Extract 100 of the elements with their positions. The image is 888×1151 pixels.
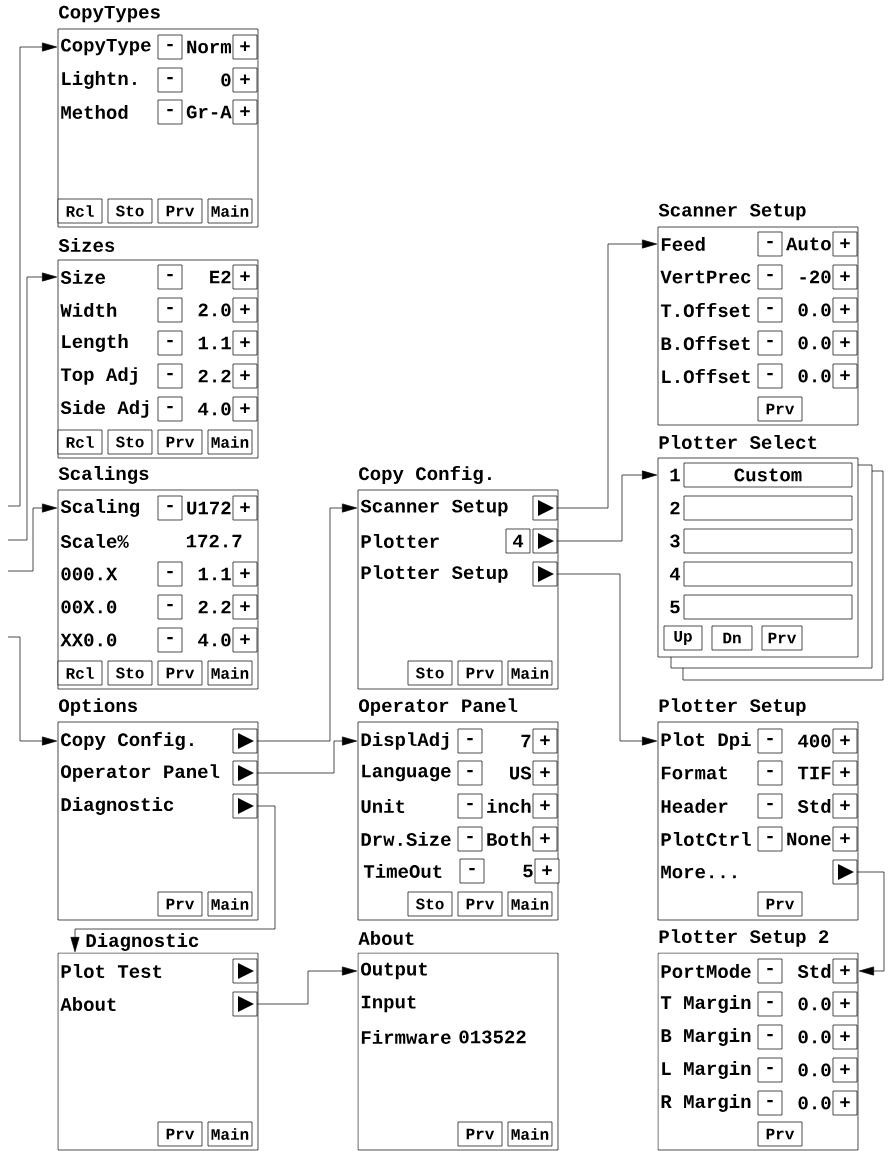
menu-item-label: T Margin — [660, 995, 751, 1013]
setting-value: 2.2 — [198, 600, 231, 614]
option-box — [683, 561, 853, 587]
setting-value: Std — [797, 799, 831, 813]
plus-button: + — [832, 1090, 858, 1116]
menu-item-label: Method — [61, 105, 128, 119]
connector-arrow — [556, 239, 658, 509]
soft-key-button: Sto — [407, 891, 453, 917]
menu-item-label: B Margin — [661, 1028, 751, 1046]
soft-key-button: Main — [207, 660, 253, 686]
panel-title: CopyTypes — [59, 5, 160, 23]
setting-value: 1.1 — [198, 567, 231, 581]
plus-button: + — [232, 264, 258, 290]
menu-item-label: 000.X — [61, 567, 118, 581]
setting-value: U172 — [187, 501, 231, 515]
setting-value: 5 — [523, 864, 533, 878]
plus-button: + — [832, 826, 858, 852]
plus-button: + — [832, 264, 858, 290]
list-number: 3 — [670, 534, 680, 548]
panel-title: Plotter Select — [659, 435, 817, 449]
menu-item-label: Feed — [661, 237, 705, 251]
setting-value: 013522 — [459, 1030, 526, 1044]
soft-key-button: Up — [663, 625, 703, 651]
minus-button: - — [157, 99, 183, 125]
menu-item-label: PlotCtrl — [661, 832, 751, 846]
minus-button: - — [457, 760, 483, 786]
minus-button: - — [757, 728, 783, 754]
soft-key-button: Prv — [157, 429, 203, 455]
menu-item-label: Format — [661, 766, 727, 780]
menu-item-label: R Margin — [661, 1094, 751, 1112]
soft-key-button: Prv — [157, 891, 203, 917]
setting-value: 0.0 — [798, 303, 831, 317]
plus-button: + — [832, 991, 858, 1017]
plus-button: + — [832, 760, 858, 786]
soft-key-button: Sto — [107, 429, 153, 455]
plus-button: + — [232, 396, 258, 422]
connector-arrow — [256, 503, 358, 742]
soft-key-button: Rcl — [57, 660, 103, 686]
soft-key-button: Prv — [757, 1121, 803, 1147]
plus-button: + — [832, 728, 858, 754]
menu-item-label: Side Adj — [60, 400, 149, 418]
connector-arrow — [7, 42, 58, 507]
submenu-arrow-button — [232, 793, 258, 819]
submenu-arrow-button — [232, 728, 258, 754]
connector-arrow — [7, 503, 58, 572]
setting-value: -20 — [800, 270, 831, 284]
soft-key-button: Main — [207, 429, 253, 455]
setting-value: E2 — [210, 270, 231, 284]
setting-value: 172.7 — [186, 534, 242, 548]
soft-key-button: Rcl — [57, 429, 103, 455]
plus-button: + — [232, 495, 258, 521]
minus-button: - — [757, 1057, 783, 1083]
menu-item-label: Plot Test — [61, 964, 162, 978]
menu-item-label: L Margin — [662, 1061, 751, 1079]
menu-item-label: B.Offset — [661, 335, 750, 351]
soft-key-button: Main — [207, 891, 253, 917]
submenu-arrow-button — [532, 495, 558, 521]
setting-value: 0.0 — [798, 1063, 831, 1077]
plus-button: + — [532, 760, 558, 786]
plus-button: + — [832, 297, 858, 323]
plus-button: + — [832, 958, 858, 984]
setting-value: 0.0 — [798, 1030, 831, 1044]
setting-value: US — [510, 766, 532, 780]
setting-value: Gr-A — [186, 105, 232, 119]
plus-button: + — [832, 793, 858, 819]
setting-value: Norm — [187, 40, 231, 54]
menu-item-label: Width — [60, 303, 117, 317]
setting-value: Both — [487, 832, 531, 846]
menu-item-label: About — [60, 997, 116, 1011]
minus-button: - — [457, 826, 483, 852]
plus-button: + — [832, 231, 858, 257]
panel-title: Operator Panel — [359, 698, 518, 716]
panel-title: Sizes — [58, 238, 115, 252]
setting-value: TIF — [798, 766, 831, 780]
connector-arrow — [7, 636, 58, 746]
list-number: 5 — [670, 600, 680, 614]
plus-button: + — [232, 561, 258, 587]
plus-button: + — [232, 34, 258, 60]
menu-item-label: More... — [661, 865, 736, 879]
minus-button: - — [459, 858, 485, 884]
submenu-arrow-button — [232, 991, 258, 1017]
option-box — [683, 528, 853, 554]
setting-value: 7 — [521, 734, 531, 748]
setting-value: 4.0 — [198, 402, 231, 416]
menu-item-label: DisplAdj — [361, 732, 449, 750]
submenu-arrow-button — [232, 760, 258, 786]
panel-title: Scalings — [58, 466, 149, 484]
connector-arrow — [7, 272, 58, 541]
plus-button: + — [534, 858, 560, 884]
menu-item-label: Copy Config. — [61, 732, 193, 751]
minus-button: - — [457, 793, 483, 819]
option-box — [683, 495, 853, 521]
submenu-arrow-button — [832, 859, 858, 885]
plus-button: + — [232, 363, 258, 389]
setting-value: None — [787, 832, 831, 846]
plus-button: + — [832, 330, 858, 356]
submenu-arrow-button — [532, 561, 558, 587]
menu-item-label: Length — [62, 334, 128, 352]
setting-value: 2.0 — [198, 303, 231, 317]
menu-item-label: Lightn. — [62, 71, 136, 89]
